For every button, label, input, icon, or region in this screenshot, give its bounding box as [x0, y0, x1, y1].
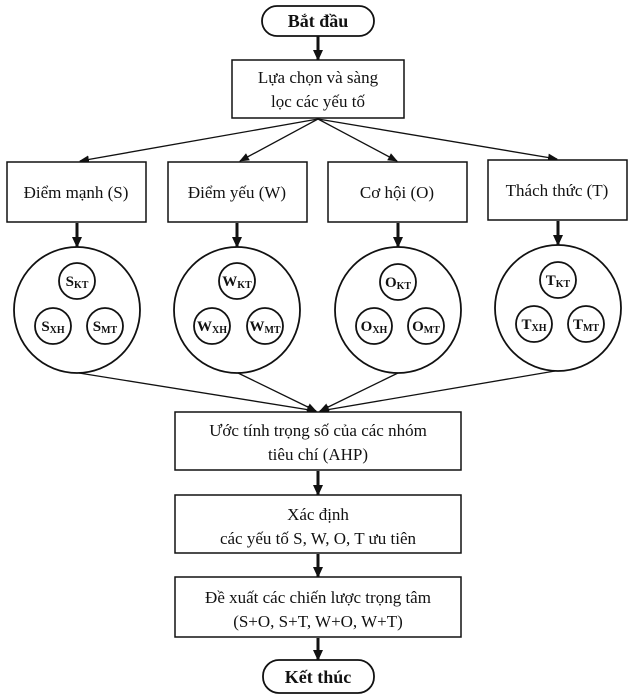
start-label: Bắt đầu [288, 11, 349, 31]
node-main-letter: W [197, 319, 212, 335]
node-subscript: KT [74, 280, 89, 291]
strategy-line1: Đề xuất các chiến lược trọng tâm [205, 588, 431, 607]
start-terminator: Bắt đầu [261, 5, 375, 37]
node-subscript: XH [532, 323, 547, 334]
node-main-letter: T [573, 317, 583, 333]
node-s-xh: SXH [34, 307, 72, 345]
svg-text:OKT: OKT [385, 275, 411, 292]
strategy-line2: (S+O, S+T, W+O, W+T) [233, 612, 403, 631]
priority-line2: các yếu tố S, W, O, T ưu tiên [220, 529, 417, 548]
svg-text:SXH: SXH [41, 319, 65, 336]
end-label: Kết thúc [285, 667, 352, 687]
node-subscript: MT [424, 325, 440, 336]
priority-factors-box: Xác định các yếu tố S, W, O, T ưu tiên [174, 494, 462, 554]
svg-text:WXH: WXH [197, 319, 227, 336]
node-w-kt: WKT [218, 262, 256, 300]
arrow-to-opportunities [317, 118, 398, 162]
threats-group-circle: TKT TXH TMT [494, 244, 622, 372]
weaknesses-label: Điểm yếu (W) [188, 183, 286, 202]
arrow-to-threats [317, 118, 558, 162]
node-subscript: XH [212, 325, 227, 336]
priority-line1: Xác định [287, 505, 349, 524]
strengths-box: Điểm mạnh (S) [6, 161, 147, 223]
weaknesses-box: Điểm yếu (W) [167, 161, 308, 223]
opportunities-label: Cơ hội (O) [360, 183, 434, 202]
threats-label: Thách thức (T) [506, 181, 609, 200]
node-subscript: MT [101, 325, 117, 336]
node-o-mt: OMT [407, 307, 445, 345]
svg-text:WMT: WMT [249, 319, 280, 336]
ahp-weight-box: Ước tính trọng số của các nhóm tiêu chí … [174, 411, 462, 471]
arrow-strengths-to-ahp [78, 372, 317, 414]
svg-text:SKT: SKT [66, 274, 89, 291]
node-subscript: KT [397, 281, 412, 292]
node-main-letter: O [412, 319, 424, 335]
node-o-xh: OXH [355, 307, 393, 345]
node-main-letter: S [93, 319, 101, 335]
node-subscript: XH [50, 325, 65, 336]
svg-text:TKT: TKT [546, 273, 571, 290]
svg-text:WKT: WKT [222, 274, 252, 291]
svg-text:SMT: SMT [93, 319, 118, 336]
strengths-group-circle: SKT SXH SMT [13, 246, 141, 374]
ahp-line2: tiêu chí (AHP) [268, 445, 368, 464]
weaknesses-group-circle: WKT WXH WMT [173, 246, 301, 374]
select-factors-line1: Lựa chọn và sàng [258, 68, 379, 87]
arrow-to-strengths [79, 118, 319, 164]
svg-text:TMT: TMT [573, 317, 599, 334]
node-subscript: MT [583, 323, 599, 334]
node-main-letter: T [546, 273, 556, 289]
node-s-mt: SMT [86, 307, 124, 345]
node-subscript: MT [264, 325, 280, 336]
node-t-mt: TMT [567, 305, 605, 343]
strengths-label: Điểm mạnh (S) [24, 183, 129, 202]
node-main-letter: S [66, 274, 74, 290]
node-main-letter: S [41, 319, 49, 335]
node-main-letter: O [385, 275, 397, 291]
end-terminator: Kết thúc [262, 659, 375, 694]
arrow-weaknesses-to-ahp [237, 372, 317, 412]
arrow-threats-to-ahp [319, 370, 556, 414]
threats-box: Thách thức (T) [487, 159, 628, 221]
node-s-kt: SKT [58, 262, 96, 300]
ahp-line1: Ước tính trọng số của các nhóm [209, 421, 427, 440]
opportunities-box: Cơ hội (O) [327, 161, 468, 223]
node-subscript: XH [372, 325, 387, 336]
node-w-xh: WXH [193, 307, 231, 345]
node-w-mt: WMT [246, 307, 284, 345]
node-main-letter: T [521, 317, 531, 333]
svg-text:TXH: TXH [521, 317, 546, 334]
node-subscript: KT [237, 280, 252, 291]
svg-text:OXH: OXH [361, 319, 388, 336]
opportunities-group-circle: OKT OXH OMT [334, 246, 462, 374]
select-factors-box: Lựa chọn và sàng lọc các yếu tố [231, 59, 405, 119]
node-t-xh: TXH [515, 305, 553, 343]
svg-text:OMT: OMT [412, 319, 440, 336]
node-o-kt: OKT [379, 263, 417, 301]
select-factors-line2: lọc các yếu tố [271, 92, 365, 111]
arrow-to-weaknesses [239, 118, 319, 162]
node-main-letter: W [249, 319, 264, 335]
node-main-letter: W [222, 274, 237, 290]
arrow-opportunities-to-ahp [319, 372, 399, 412]
node-t-kt: TKT [539, 261, 577, 299]
node-subscript: KT [556, 279, 571, 290]
node-main-letter: O [361, 319, 373, 335]
strategy-box: Đề xuất các chiến lược trọng tâm (S+O, S… [174, 576, 462, 638]
